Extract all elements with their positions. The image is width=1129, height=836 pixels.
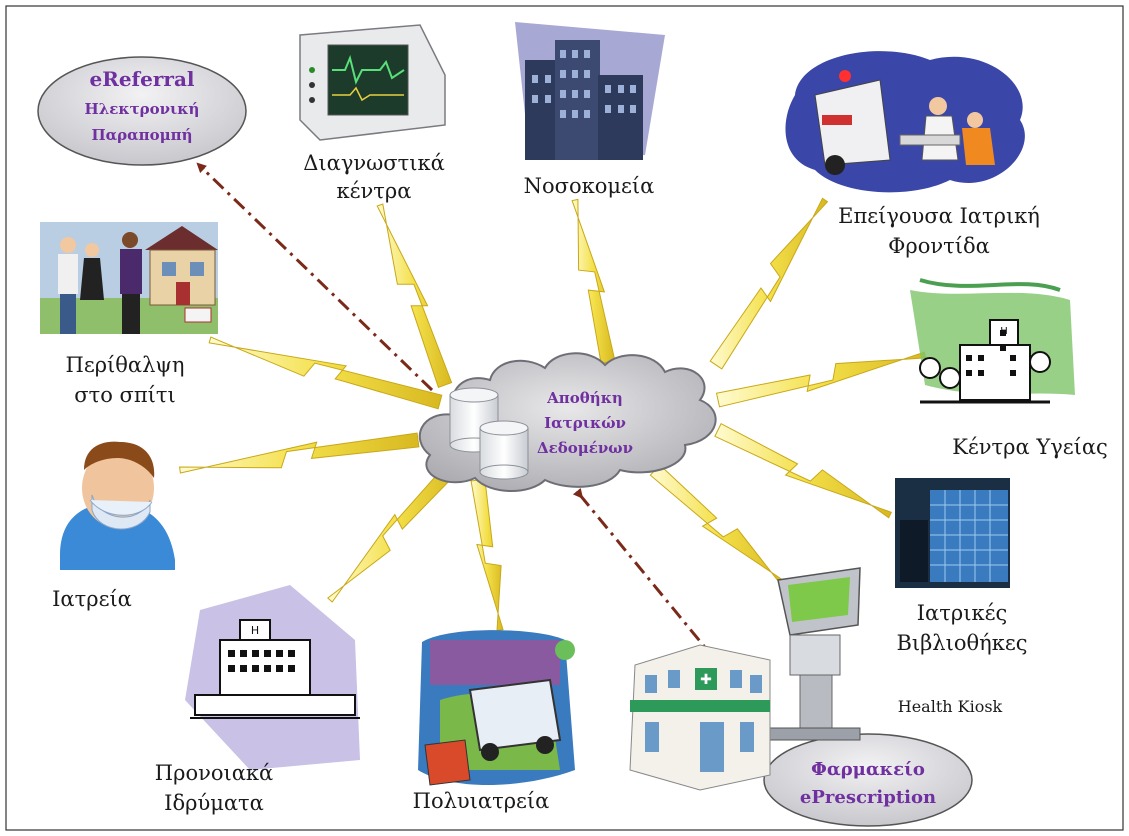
pharmacy-subtitle: ePrescription <box>800 787 936 808</box>
ereferral-arrow <box>196 162 434 392</box>
diagnostic-monitor-icon <box>299 24 446 141</box>
label-medical-libraries-1: Ιατρικές <box>917 601 1007 625</box>
label-emergency-2: Φροντίδα <box>888 234 990 258</box>
emergency-ambulance-icon <box>785 51 1025 193</box>
bolt-library <box>714 423 892 519</box>
ereferral-title: eReferral <box>89 67 194 91</box>
label-welfare-2: Ιδρύματα <box>164 791 264 815</box>
welfare-institution-icon: H <box>185 585 360 770</box>
ereferral-line-3: Παραπομπή <box>91 126 192 144</box>
label-emergency-1: Επείγουσα Ιατρική <box>838 204 1040 228</box>
ereferral-bubble: eReferral Ηλεκτρονική Παραπομπή <box>37 56 247 166</box>
label-clinics: Ιατρεία <box>52 587 132 611</box>
svg-text:H: H <box>1000 326 1008 337</box>
masked-patient-icon <box>60 441 175 570</box>
bolt-diagnostic <box>376 203 453 389</box>
label-home-care-2: στο σπίτι <box>74 383 176 407</box>
bolt-emergency <box>709 197 829 370</box>
svg-text:H: H <box>251 624 259 637</box>
bolt-homecare <box>208 336 443 410</box>
label-health-kiosk: Health Kiosk <box>898 697 1003 716</box>
label-diagnostic-centers-1: Διαγνωστικά <box>303 151 445 175</box>
health-center-icon: H <box>910 278 1075 404</box>
database-icon <box>449 387 529 480</box>
pharmacy-building-icon: ✚ <box>629 644 771 791</box>
label-diagnostic-centers-2: κέντρα <box>337 179 412 203</box>
medical-library-icon <box>895 478 1010 588</box>
polyclinic-ambulance-icon <box>418 630 575 786</box>
bolt-kiosk <box>649 464 788 588</box>
label-home-care-1: Περίθαλψη <box>66 353 185 377</box>
label-health-centers: Κέντρα Υγείας <box>952 435 1108 459</box>
hub-label-line-3: Δεδομένων <box>537 439 633 457</box>
bolt-welfare <box>327 459 461 603</box>
bolt-health-center <box>715 351 927 408</box>
bolt-clinics <box>179 432 420 474</box>
bolt-hospitals <box>571 198 616 364</box>
hospital-building-icon <box>515 22 665 160</box>
label-polyclinics: Πολυιατρεία <box>413 789 550 813</box>
label-hospitals: Νοσοκομεία <box>524 174 655 198</box>
ereferral-line-2: Ηλεκτρονική <box>85 100 200 118</box>
eprescription-arrow <box>572 487 721 666</box>
hub-label-line-1: Αποθήκη <box>546 389 623 407</box>
health-kiosk-icon <box>769 567 861 741</box>
pharmacy-bubble: Φαρμακείο ePrescription <box>763 733 973 827</box>
page-frame <box>5 5 1124 831</box>
home-care-icon <box>40 222 218 334</box>
bolt-polyclinic <box>470 478 504 631</box>
label-welfare-1: Προνοιακά <box>155 761 273 785</box>
label-medical-libraries-2: Βιβλιοθήκες <box>897 631 1028 655</box>
data-repository-cloud: Αποθήκη Ιατρικών Δεδομένων <box>418 352 717 492</box>
hub-label-line-2: Ιατρικών <box>544 414 626 432</box>
pharmacy-title: Φαρμακείο <box>811 759 925 780</box>
svg-text:✚: ✚ <box>700 672 712 688</box>
